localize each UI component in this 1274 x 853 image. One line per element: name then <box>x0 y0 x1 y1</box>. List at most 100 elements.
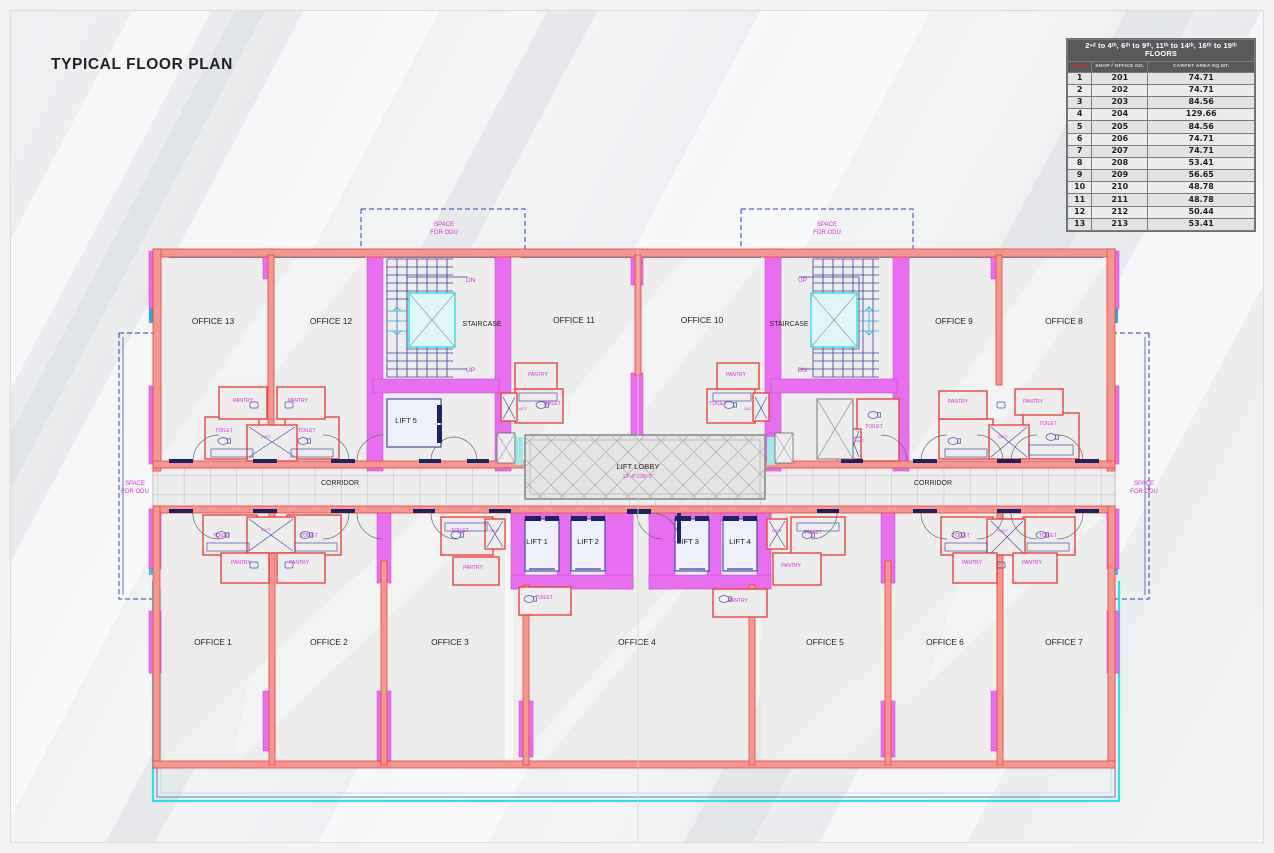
stair-up-label-right: UP <box>798 277 807 284</box>
stair-dn-label-right: DN <box>798 367 808 374</box>
office-label: OFFICE 8 <box>1045 316 1083 326</box>
odu-space-label-line2: FOR ODU <box>813 230 841 236</box>
pantry-label: PANTRY <box>726 372 746 378</box>
lift-label: LIFT 2 <box>577 537 599 546</box>
corridor-labels: CORRIDOR CORRIDOR <box>321 480 952 487</box>
drawing-sheet: TYPICAL FLOOR PLAN 2ⁿᵈ to 4ᵗʰ, 6ᵗʰ to 9ᵗ… <box>10 10 1264 843</box>
duct-label: DUCT <box>261 528 272 532</box>
door-swings <box>192 434 1084 540</box>
duct-label: DUCT <box>517 407 528 411</box>
duct-markers <box>248 396 1028 554</box>
duct-label: DUCT <box>489 529 500 533</box>
lift-label: LIFT 5 <box>395 416 417 425</box>
pantry-label: PANTRY <box>728 598 748 604</box>
pantry-label: PANTRY <box>463 565 483 571</box>
legend-header-floors-word: FLOORS <box>1145 48 1177 58</box>
legend-header: 2ⁿᵈ to 4ᵗʰ, 6ᵗʰ to 9ᵗʰ, 11ᵗʰ to 14ᵗʰ, 16… <box>1067 39 1255 62</box>
office-label: OFFICE 4 <box>618 637 656 647</box>
legend-cell-sr: 1 <box>1066 71 1093 85</box>
odu-space-label-line2: FOR ODU <box>121 489 149 495</box>
toilet-label: TOILET <box>543 401 560 407</box>
pantry-label: PANTRY <box>288 398 308 404</box>
staircase-label: STAIRCASE <box>462 321 501 328</box>
office-label: OFFICE 1 <box>194 637 232 647</box>
toilet-label: TOILET <box>451 528 468 534</box>
corridor-label: CORRIDOR <box>321 480 359 487</box>
legend-cell-no: 203 <box>1091 96 1149 110</box>
duct-label: DUCT <box>854 439 865 443</box>
odu-dashed-boundaries <box>118 208 1150 600</box>
toilet-labels: TOILET TOILET TOILET TOILET TOILET TOILET TOIL… <box>213 401 1056 601</box>
toilet-label: TOILET <box>709 401 726 407</box>
staircase-label: STAIRCASE <box>769 321 808 328</box>
lift-label: LIFT 1 <box>526 537 548 546</box>
legend-cell-area: 129.66 <box>1147 108 1255 122</box>
toilet-label: TOILET <box>1039 533 1056 539</box>
toilet-label: TOILET <box>535 595 552 601</box>
legend-cell-no: 202 <box>1091 83 1149 98</box>
legend-cell-no: 213 <box>1091 217 1149 231</box>
pantry-label: PANTRY <box>289 560 309 566</box>
office-label: OFFICE 2 <box>310 637 348 647</box>
legend-cell-sr: 2 <box>1066 83 1093 98</box>
lift-label: LIFT 4 <box>729 537 751 546</box>
legend-header-floors: 2ⁿᵈ to 4ᵗʰ, 6ᵗʰ to 9ᵗʰ, 11ᵗʰ to 14ᵗʰ, 16… <box>1085 41 1237 50</box>
toilet-label: TOILET <box>300 533 317 539</box>
staircase-labels: STAIRCASE STAIRCASE <box>462 321 808 328</box>
wet-blocks <box>202 362 1080 618</box>
pantry-label: PANTRY <box>962 560 982 566</box>
pantry-labels: PANTRY PANTRY PANTRY PANTRY PANTRY PANTRY PANT… <box>231 372 1043 604</box>
office-label: OFFICE 3 <box>431 637 469 647</box>
floor-plan-drawing: DN UP UP DN <box>11 11 1263 842</box>
office-label: OFFICE 13 <box>192 316 235 326</box>
toilet-label: TOILET <box>1039 421 1056 427</box>
legend-cell-area: 74.71 <box>1147 71 1255 85</box>
toilet-label: TOILET <box>213 533 230 539</box>
sanitary-fixtures <box>206 392 1074 603</box>
duct-label: DUCT <box>772 529 783 533</box>
legend-cell-sr: 12 <box>1066 205 1093 219</box>
page-title: TYPICAL FLOOR PLAN <box>51 56 233 73</box>
lift-lobby-block <box>496 432 794 500</box>
office-label: OFFICE 5 <box>806 637 844 647</box>
office-label: OFFICE 9 <box>935 316 973 326</box>
staircase-left: DN UP <box>386 258 476 448</box>
corridor-label: CORRIDOR <box>914 480 952 487</box>
pantry-label: PANTRY <box>1023 399 1043 405</box>
duct-label: DUCT <box>744 407 755 411</box>
duct-label: DUCT <box>261 435 272 439</box>
pantry-label: PANTRY <box>233 398 253 404</box>
staircase-right: UP DN <box>798 258 879 460</box>
pantry-label: PANTRY <box>948 399 968 405</box>
office-label: OFFICE 10 <box>681 315 724 325</box>
odu-space-label-line2: FOR ODU <box>1130 489 1158 495</box>
odu-space-label-line1: SPACE <box>434 222 454 228</box>
lift-label: LIFT 3 <box>677 537 699 546</box>
carpet-area-legend-table: 2ⁿᵈ to 4ᵗʰ, 6ᵗʰ to 9ᵗʰ, 11ᵗʰ to 14ᵗʰ, 16… <box>1066 39 1255 231</box>
office-label: OFFICE 11 <box>553 315 595 325</box>
door-leaves <box>169 459 1099 513</box>
odu-outer-lines <box>122 337 1146 595</box>
legend-cell-area: 84.56 <box>1147 96 1255 110</box>
legend-cell-sr: 4 <box>1066 108 1093 122</box>
stair-dn-label-left: DN <box>466 277 476 284</box>
stair-up-label-left: UP <box>466 367 475 374</box>
lift-labels: LIFT 5 LIFT 1 LIFT 2 LIFT 3 LIFT 4 <box>395 416 751 546</box>
toilet-label: TOILET <box>865 424 882 430</box>
toilet-label: TOILET <box>215 428 232 434</box>
legend-cell-sr: 3 <box>1066 96 1093 110</box>
toilet-label: TOILET <box>298 428 315 434</box>
legend-cell-no: 201 <box>1091 71 1149 85</box>
lift-cars <box>524 509 758 572</box>
pantry-label: PANTRY <box>231 560 251 566</box>
legend-cell-no: 204 <box>1091 108 1149 122</box>
